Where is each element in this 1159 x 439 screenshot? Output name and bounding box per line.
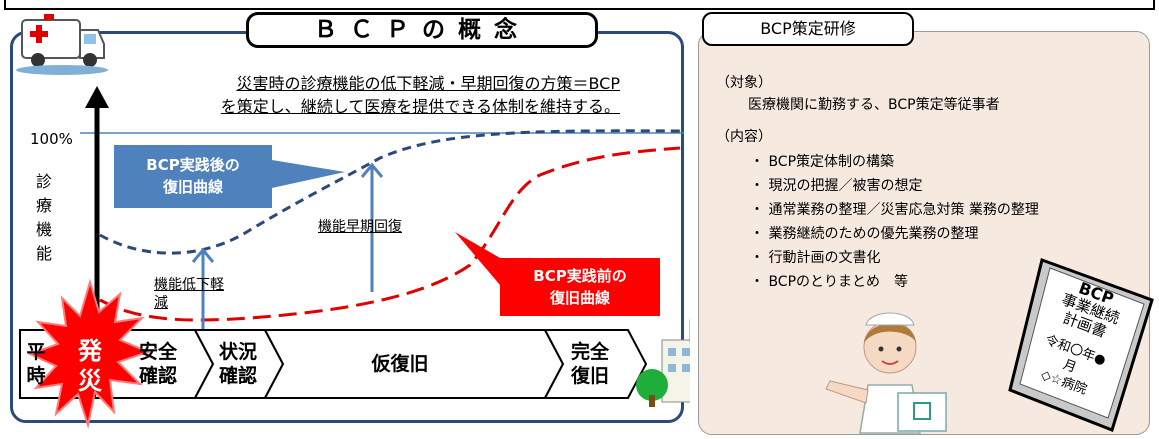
phase-full-line-2: 復旧 bbox=[570, 365, 609, 387]
before-callout: BCP実践前の 復旧曲線 bbox=[500, 265, 660, 309]
y-axis-label: 診 療 機 能 bbox=[36, 170, 56, 266]
timeline bbox=[19, 329, 648, 399]
content-item: ・ 通常業務の整理／災害応急対策 業務の整理 bbox=[750, 202, 1039, 218]
content-list: ・ BCP策定体制の構築 ・ 現況の把握／被害の想定 ・ 通常業務の整理／災害応… bbox=[750, 150, 1039, 294]
content-item: ・ BCPのとりまとめ 等 bbox=[750, 274, 909, 290]
phase-normal-char-1: 平 bbox=[26, 341, 46, 363]
description-line-2: を策定し、継続して医療を提供できる体制を維持する。 bbox=[220, 97, 620, 116]
before-callout-shape bbox=[455, 232, 660, 316]
hospital-icon bbox=[636, 319, 690, 407]
reduce-decline-line-1: 機能低下軽 bbox=[154, 277, 224, 293]
top-border bbox=[4, 0, 1155, 10]
reduce-decline-label: 機能低下軽 減 bbox=[154, 276, 224, 312]
phase-normal-char-2: 時 bbox=[26, 365, 46, 387]
recovery-diagram bbox=[16, 14, 690, 429]
phase-safety-label: 安全 確認 bbox=[128, 340, 188, 388]
disaster-burst bbox=[27, 278, 151, 429]
phase-temp-label: 仮復旧 bbox=[371, 353, 429, 375]
ambulance-icon bbox=[16, 14, 108, 75]
bcp-book-icon bbox=[1008, 258, 1154, 432]
early-recovery-label: 機能早期回復 bbox=[318, 219, 402, 235]
y-axis-top-label: 100% bbox=[30, 130, 73, 148]
phase-safety-line-1: 安全 bbox=[138, 341, 177, 363]
after-callout-shape bbox=[114, 145, 345, 208]
content-item: ・ BCP策定体制の構築 bbox=[750, 154, 895, 170]
content-item: ・ 現況の把握／被害の想定 bbox=[750, 178, 923, 194]
early-recovery-arrow bbox=[360, 162, 384, 292]
phase-disaster-char-2: 災 bbox=[78, 367, 102, 395]
after-callout: BCP実践後の 復旧曲線 bbox=[114, 154, 272, 198]
before-callout-line-1: BCP実践前の bbox=[533, 267, 627, 285]
page-title: ＢＣＰの概念 bbox=[246, 12, 598, 48]
concept-description: 災害時の診療機能の低下軽減・早期回復の方策＝BCP を策定し、継続して医療を提供… bbox=[140, 72, 620, 118]
y-axis-char-4: 能 bbox=[36, 244, 53, 263]
y-axis-char-3: 機 bbox=[36, 220, 53, 239]
phase-full-line-1: 完全 bbox=[570, 341, 609, 363]
phase-status-line-2: 確認 bbox=[218, 365, 257, 387]
description-line-1: 災害時の診療機能の低下軽減・早期回復の方策＝BCP bbox=[236, 74, 620, 93]
phase-safety-line-2: 確認 bbox=[138, 365, 177, 387]
training-title: BCP策定研修 bbox=[702, 12, 914, 46]
target-text: 医療機関に勤務する、BCP策定等従事者 bbox=[748, 97, 1000, 113]
nurse-icon bbox=[825, 312, 947, 434]
reduce-decline-arrow bbox=[191, 247, 215, 330]
reduce-decline-line-2: 減 bbox=[154, 295, 168, 311]
y-axis-char-2: 療 bbox=[36, 196, 53, 215]
before-callout-line-2: 復旧曲線 bbox=[549, 289, 610, 307]
content-item: ・ 行動計画の文書化 bbox=[750, 250, 881, 266]
phase-full-shape bbox=[543, 329, 648, 399]
phase-normal-label: 平 時 bbox=[24, 340, 48, 388]
content-heading: （内容） bbox=[716, 129, 772, 145]
after-callout-line-2: 復旧曲線 bbox=[162, 178, 223, 196]
phase-status-label: 状況 確認 bbox=[208, 340, 268, 388]
phase-disaster-char-1: 発 bbox=[78, 337, 102, 365]
phase-status-line-1: 状況 bbox=[218, 341, 257, 363]
y-axis-char-1: 診 bbox=[36, 172, 53, 191]
target-heading: （対象） bbox=[716, 75, 772, 91]
after-callout-line-1: BCP実践後の bbox=[146, 156, 240, 174]
y-axis-arrowhead bbox=[85, 86, 109, 108]
content-item: ・ 業務継続のための優先業務の整理 bbox=[750, 226, 979, 242]
after-recovery-curve bbox=[99, 129, 681, 255]
phase-full-label: 完全 復旧 bbox=[560, 340, 620, 388]
phase-disaster-label: 発 災 bbox=[74, 336, 106, 396]
